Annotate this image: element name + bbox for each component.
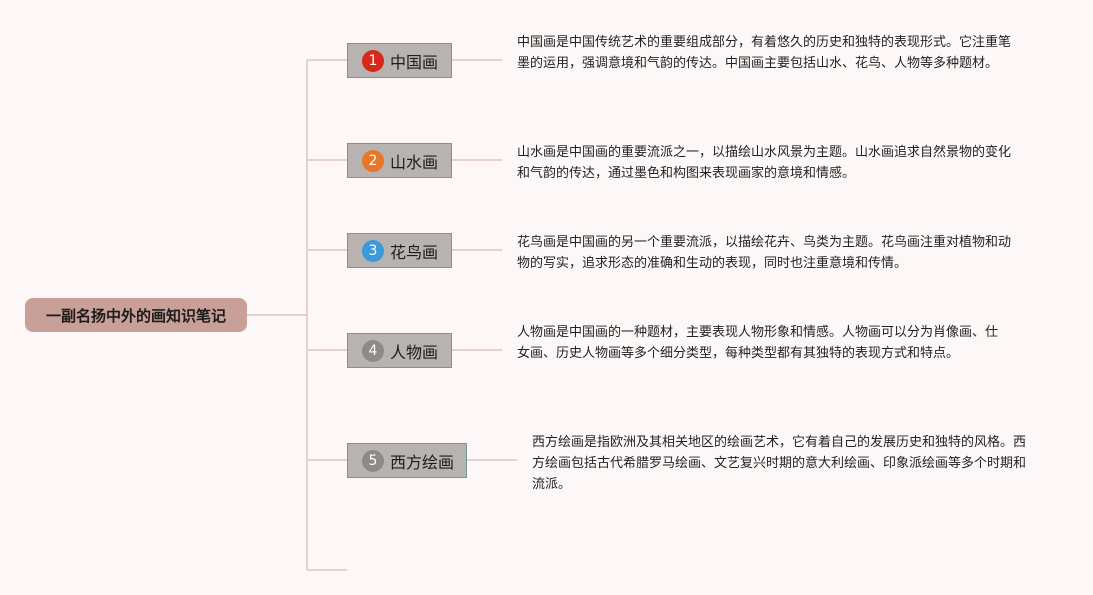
description-chinese-painting: 中国画是中国传统艺术的重要组成部分，有着悠久的历史和独特的表现形式。它注重笔墨的… — [517, 35, 1012, 71]
branch-topic-chinese-painting[interactable]: 1 中国画 — [347, 43, 452, 78]
branch-label: 人物画 — [390, 342, 439, 362]
description-figure-painting: 人物画是中国画的一种题材，主要表现人物形象和情感。人物画可以分为肖像画、仕女画、… — [517, 325, 999, 361]
number-badge-icon: 2 — [362, 149, 384, 172]
branch-topic-western-painting[interactable]: 5 西方绘画 — [347, 443, 467, 478]
root-topic[interactable]: 一副名扬中外的画知识笔记 — [25, 298, 247, 332]
root-topic-label: 一副名扬中外的画知识笔记 — [45, 306, 226, 325]
description-western-painting: 西方绘画是指欧洲及其相关地区的绘画艺术，它有着自己的发展历史和独特的风格。西方绘… — [532, 435, 1027, 492]
branch-topic-landscape-painting[interactable]: 2 山水画 — [347, 143, 452, 178]
description-landscape-painting: 山水画是中国画的重要流派之一，以描绘山水风景为主题。山水画追求自然景物的变化和气… — [517, 145, 1012, 181]
description-flower-bird-painting: 花鸟画是中国画的另一个重要流派，以描绘花卉、鸟类为主题。花鸟画注重对植物和动物的… — [517, 235, 1012, 271]
number-badge-icon: 4 — [362, 339, 384, 362]
branch-topic-flower-bird-painting[interactable]: 3 花鸟画 — [347, 233, 452, 268]
number-badge-icon: 3 — [362, 239, 384, 262]
branch-label: 山水画 — [390, 152, 439, 172]
number-badge-icon: 5 — [362, 449, 384, 472]
branch-label: 花鸟画 — [390, 242, 439, 262]
number-badge-icon: 1 — [362, 49, 384, 72]
branch-topic-figure-painting[interactable]: 4 人物画 — [347, 333, 452, 368]
branch-label: 中国画 — [390, 52, 439, 72]
branch-label: 西方绘画 — [390, 452, 455, 472]
